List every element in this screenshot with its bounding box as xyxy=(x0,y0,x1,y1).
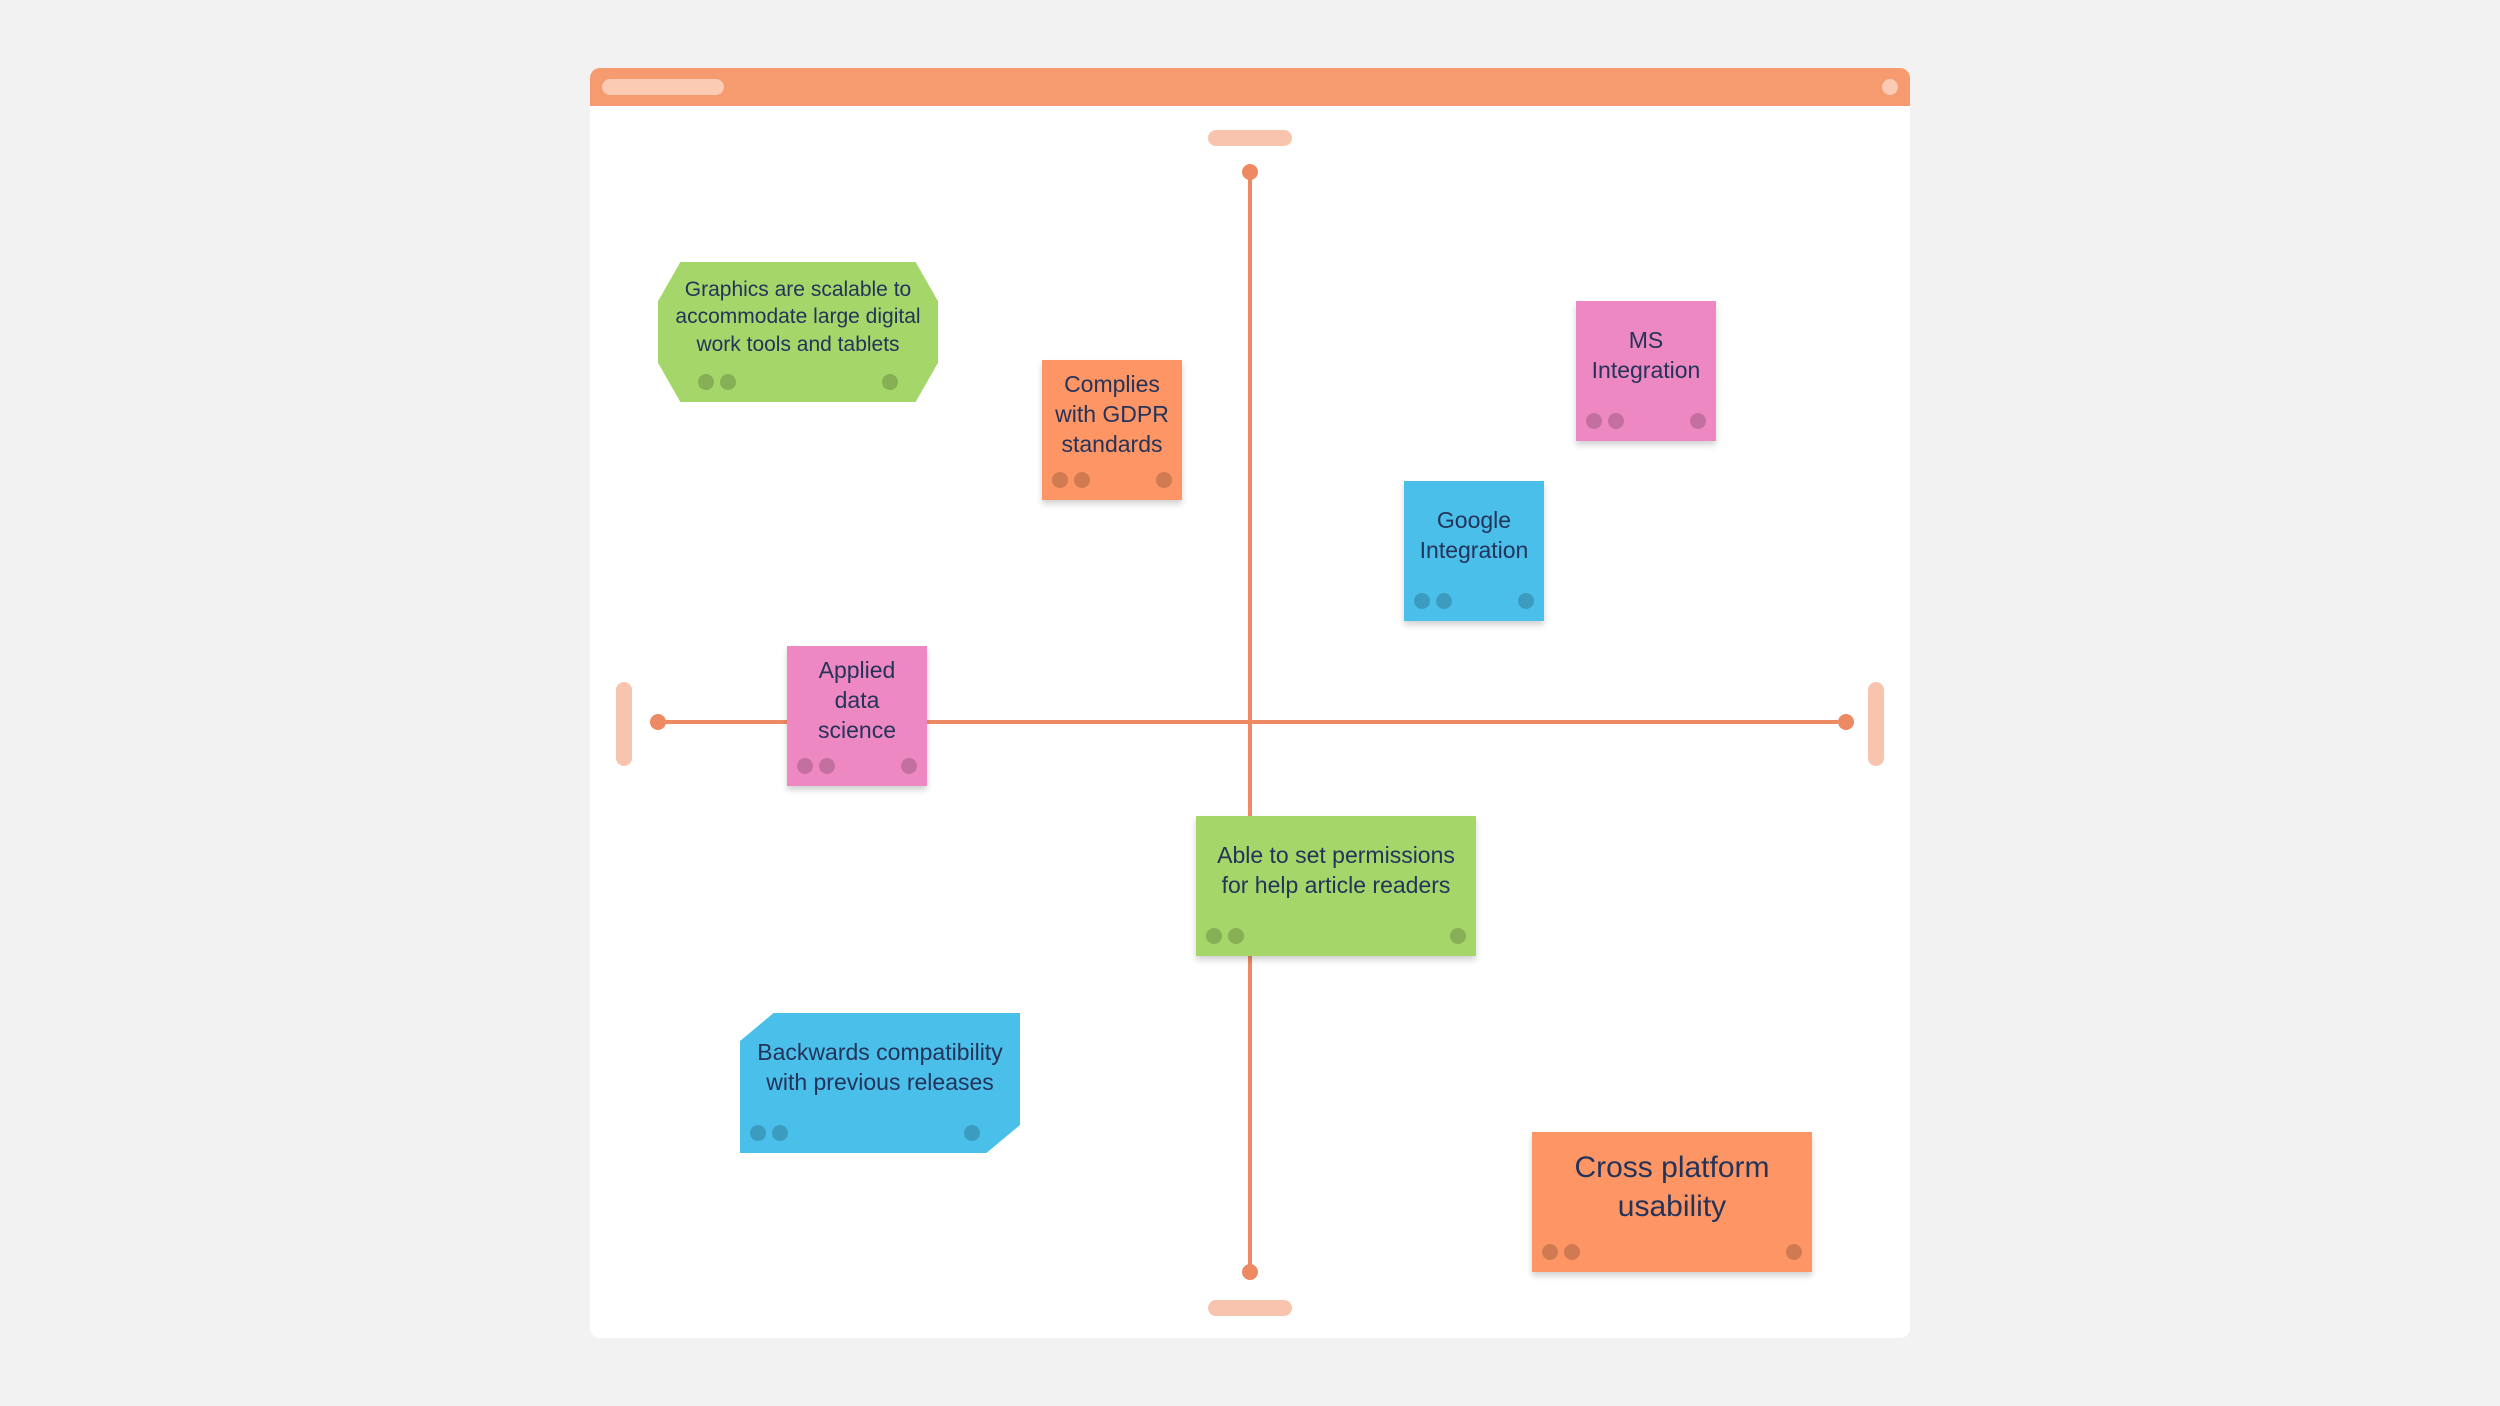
resize-handle-right[interactable] xyxy=(1868,682,1884,766)
dot-icon xyxy=(1052,472,1068,488)
window-control-dot[interactable] xyxy=(1882,79,1898,95)
matrix-canvas: Graphics are scalable to accommodate lar… xyxy=(590,68,1910,1338)
sticky-note[interactable]: Google Integration xyxy=(1404,481,1544,621)
sticky-text: Able to set permissions for help article… xyxy=(1217,842,1455,898)
sticky-footer xyxy=(658,374,938,390)
dot-icon xyxy=(1690,413,1706,429)
sticky-note[interactable]: MS Integration xyxy=(1576,301,1716,441)
sticky-text: Graphics are scalable to accommodate lar… xyxy=(675,278,921,356)
dot-icon xyxy=(772,1125,788,1141)
dot-icon xyxy=(964,1125,980,1141)
dot-icon xyxy=(1156,472,1172,488)
sticky-footer xyxy=(787,758,927,774)
horizontal-axis xyxy=(658,720,1838,724)
sticky-text: Backwards compatibility with previous re… xyxy=(757,1039,1003,1095)
sticky-note[interactable]: Graphics are scalable to accommodate lar… xyxy=(658,262,938,402)
dot-icon xyxy=(1436,593,1452,609)
resize-handle-left[interactable] xyxy=(616,682,632,766)
sticky-footer xyxy=(740,1125,1020,1141)
dot-icon xyxy=(1228,928,1244,944)
resize-handle-top[interactable] xyxy=(1208,130,1292,146)
dot-icon xyxy=(882,374,898,390)
sticky-text: Applied data science xyxy=(818,657,896,743)
title-placeholder xyxy=(602,79,724,95)
dot-icon xyxy=(1518,593,1534,609)
axis-endpoint-bottom xyxy=(1242,1264,1258,1280)
sticky-footer xyxy=(1042,472,1182,488)
sticky-footer xyxy=(1576,413,1716,429)
axis-endpoint-left xyxy=(650,714,666,730)
dot-icon xyxy=(1450,928,1466,944)
sticky-text: Complies with GDPR standards xyxy=(1055,371,1169,457)
board-window: Graphics are scalable to accommodate lar… xyxy=(590,68,1910,1338)
axis-endpoint-top xyxy=(1242,164,1258,180)
dot-icon xyxy=(1206,928,1222,944)
dot-icon xyxy=(1786,1244,1802,1260)
title-bar xyxy=(590,68,1910,106)
dot-icon xyxy=(819,758,835,774)
dot-icon xyxy=(1564,1244,1580,1260)
dot-icon xyxy=(720,374,736,390)
sticky-note[interactable]: Able to set permissions for help article… xyxy=(1196,816,1476,956)
sticky-footer xyxy=(1404,593,1544,609)
dot-icon xyxy=(901,758,917,774)
sticky-text: MS Integration xyxy=(1591,327,1701,383)
sticky-note[interactable]: Backwards compatibility with previous re… xyxy=(740,1013,1020,1153)
resize-handle-bottom[interactable] xyxy=(1208,1300,1292,1316)
sticky-footer xyxy=(1196,928,1476,944)
dot-icon xyxy=(797,758,813,774)
dot-icon xyxy=(1542,1244,1558,1260)
axis-endpoint-right xyxy=(1838,714,1854,730)
sticky-text: Google Integration xyxy=(1419,507,1529,563)
dot-icon xyxy=(1074,472,1090,488)
dot-icon xyxy=(1414,593,1430,609)
dot-icon xyxy=(698,374,714,390)
dot-icon xyxy=(1586,413,1602,429)
sticky-text: Cross platform usability xyxy=(1574,1151,1770,1223)
sticky-note[interactable]: Complies with GDPR standards xyxy=(1042,360,1182,500)
dot-icon xyxy=(750,1125,766,1141)
sticky-note[interactable]: Applied data science xyxy=(787,646,927,786)
dot-icon xyxy=(1608,413,1624,429)
sticky-footer xyxy=(1532,1244,1812,1260)
sticky-note[interactable]: Cross platform usability xyxy=(1532,1132,1812,1272)
